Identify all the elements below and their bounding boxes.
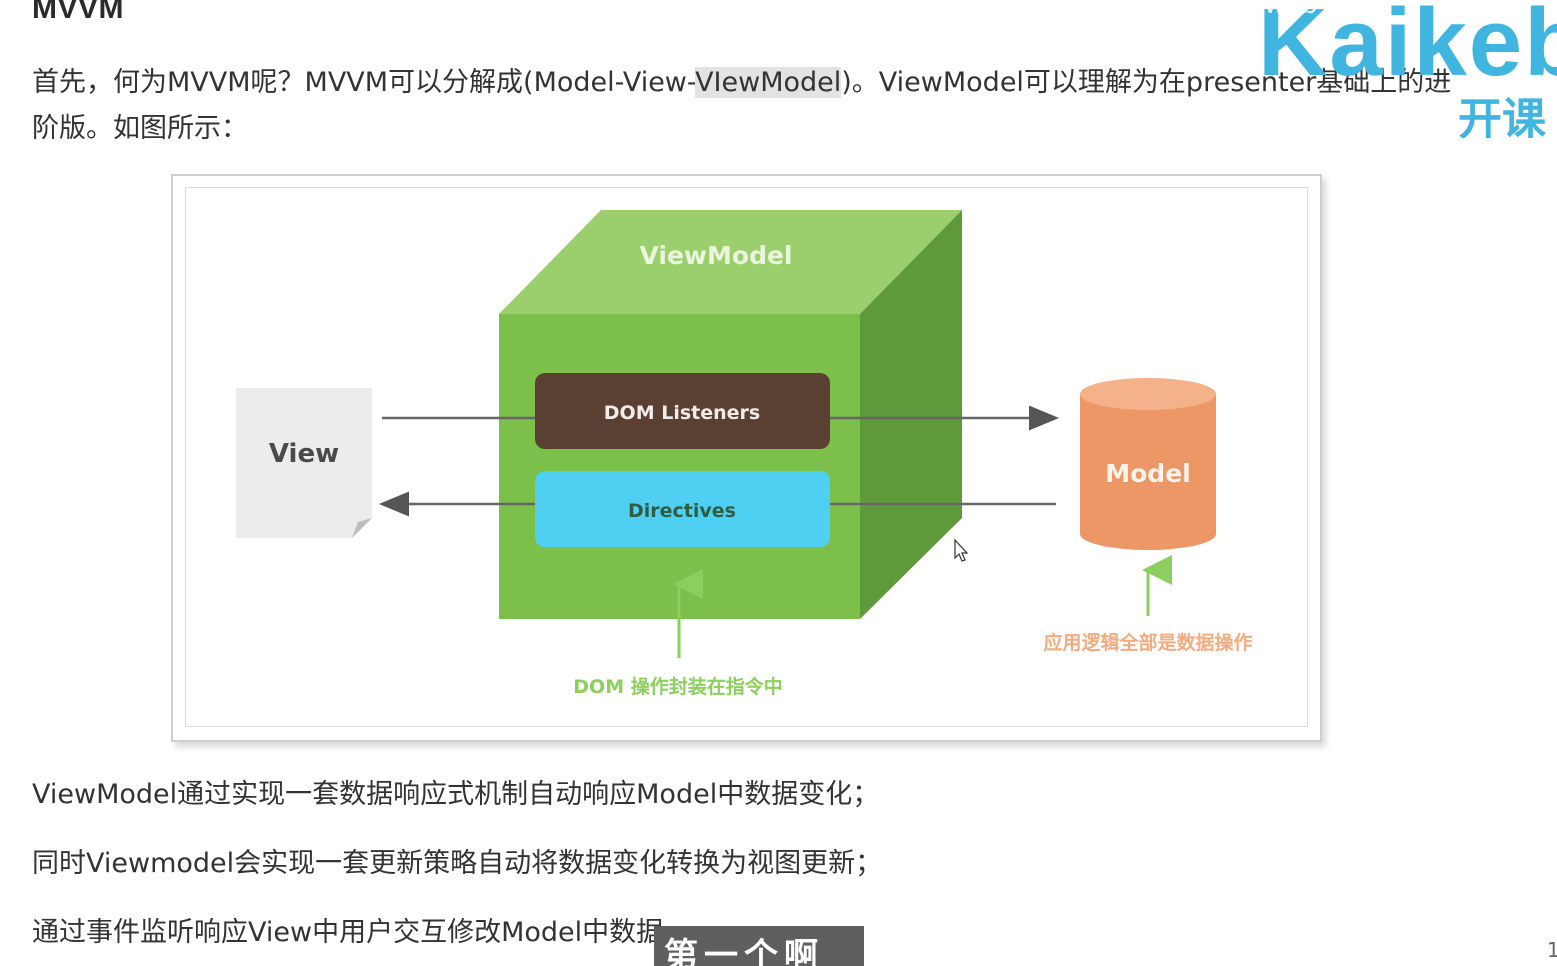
video-subtitle: 第一个啊 xyxy=(654,926,864,966)
mvvm-figure-inner: View ViewModel DOM Listeners Directives xyxy=(185,187,1308,727)
model-label: Model xyxy=(1105,459,1190,488)
dom-listeners-box: DOM Listeners xyxy=(535,373,830,449)
kaikeba-watermark: Kaikeba web 开课吧 xyxy=(1258,0,1557,138)
intro-paragraph: 首先，何为MVVM呢？MVVM可以分解成(Model-View-VIewMode… xyxy=(32,60,1452,152)
cube-top-face xyxy=(499,210,962,314)
model-caption: 应用逻辑全部是数据操作 xyxy=(1043,631,1252,654)
mvvm-diagram: View ViewModel DOM Listeners Directives xyxy=(236,210,1253,698)
body-line-3: 通过事件监听响应View中用户交互修改Model中数据 xyxy=(32,917,664,948)
intro-highlight: VIewModel xyxy=(695,67,842,98)
dom-caption: DOM 操作封装在指令中 xyxy=(573,675,782,698)
watermark-logo: Kaikeba xyxy=(1258,0,1557,96)
mvvm-figure: View ViewModel DOM Listeners Directives xyxy=(171,174,1322,742)
intro-text-end: )。ViewModel可以理解为在presenter基础上的进阶版。如图所示： xyxy=(32,67,1452,144)
dom-listeners-label: DOM Listeners xyxy=(604,402,760,424)
body-line-2: 同时Viewmodel会实现一套更新策略自动将数据变化转换为视图更新； xyxy=(32,848,883,879)
watermark-subtitle: 开课吧 xyxy=(1458,94,1546,138)
watermark-tag: web xyxy=(1264,0,1318,20)
mouse-cursor-icon xyxy=(954,538,969,562)
viewmodel-cube: ViewModel xyxy=(499,210,962,619)
directives-label: Directives xyxy=(628,500,736,522)
subtitle-text: 第一个啊 xyxy=(664,936,824,966)
page-number: 1 xyxy=(1547,938,1557,962)
model-cylinder: Model xyxy=(1080,378,1216,550)
body-line-1: ViewModel通过实现一套数据响应式机制自动响应Model中数据变化； xyxy=(32,779,880,810)
viewmodel-label: ViewModel xyxy=(639,241,792,270)
section-heading: MVVM xyxy=(32,0,124,25)
directives-box: Directives xyxy=(535,471,830,547)
view-document: View xyxy=(236,388,372,538)
cube-front-face xyxy=(499,314,860,619)
view-label: View xyxy=(269,439,339,469)
cube-side-face xyxy=(860,210,962,619)
intro-text-start: 首先，何为MVVM呢？MVVM可以分解成(Model-View- xyxy=(32,67,696,98)
